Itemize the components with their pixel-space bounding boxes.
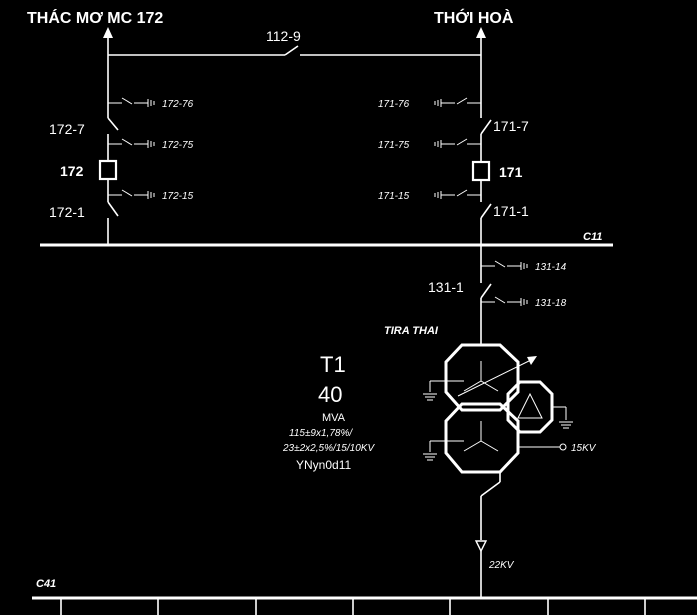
disc-131-1-label: 131-1 xyxy=(428,279,464,295)
secondary-lead xyxy=(474,472,501,598)
busbar-c41-label: C41 xyxy=(36,578,56,590)
transformer-rating: 40 xyxy=(318,382,342,407)
earth-131-14-label: 131-14 xyxy=(535,262,567,273)
tie-switch-112-9[interactable] xyxy=(108,45,481,56)
right-feeder-arrow xyxy=(476,27,486,38)
transformer-vector-group: YNyn0d11 xyxy=(296,458,351,472)
right-feeder-line xyxy=(480,38,492,245)
disc-172-1-label: 172-1 xyxy=(49,204,85,220)
transformer-ratio-2: 23±2x2,5%/15/10KV xyxy=(282,443,375,454)
transformer-bay-line xyxy=(480,245,492,340)
earth-switch-171-15[interactable] xyxy=(434,189,481,199)
earth-switch-172-15[interactable] xyxy=(108,189,155,199)
station-label: TIRA THAI xyxy=(384,325,439,337)
earth-171-15-label: 171-15 xyxy=(378,191,410,202)
tertiary-voltage-label: 15KV xyxy=(571,443,597,454)
earth-switch-172-75[interactable] xyxy=(108,138,155,148)
earth-171-75-label: 171-75 xyxy=(378,140,410,151)
earth-171-76-label: 171-76 xyxy=(378,99,410,110)
earth-switch-131-18[interactable] xyxy=(481,296,528,306)
earth-switch-131-14[interactable] xyxy=(481,260,528,270)
breaker-171-label: 171 xyxy=(499,164,523,180)
left-feeder-arrow xyxy=(103,27,113,38)
earth-172-76-label: 172-76 xyxy=(162,99,194,110)
transformer-t1-symbol[interactable] xyxy=(422,340,574,474)
breaker-171[interactable] xyxy=(471,160,491,182)
busbar-c11-label: C11 xyxy=(583,231,602,243)
lv-outgoing-feeders xyxy=(60,598,646,615)
earth-131-18-label: 131-18 xyxy=(535,298,567,309)
transformer-unit: MVA xyxy=(322,412,346,424)
earth-172-15-label: 172-15 xyxy=(162,191,194,202)
breaker-172-label: 172 xyxy=(60,163,84,179)
tie-switch-label: 112-9 xyxy=(266,28,301,44)
right-feeder-name: THỚI HOÀ xyxy=(434,8,514,27)
earth-switch-172-76[interactable] xyxy=(108,97,155,107)
disc-171-1-label: 171-1 xyxy=(493,203,529,219)
breaker-172[interactable] xyxy=(98,159,118,181)
earth-switch-171-76[interactable] xyxy=(434,97,481,107)
secondary-voltage-label: 22KV xyxy=(488,560,515,571)
earth-switch-171-75[interactable] xyxy=(434,138,481,148)
left-feeder-line xyxy=(107,38,119,245)
transformer-ratio-1: 115±9x1,78%/ xyxy=(289,428,353,439)
disc-172-7-label: 172-7 xyxy=(49,121,85,137)
left-feeder-name: THÁC MƠ MC 172 xyxy=(27,8,163,27)
disc-171-7-label: 171-7 xyxy=(493,118,529,134)
transformer-name: T1 xyxy=(320,352,346,377)
earth-172-75-label: 172-75 xyxy=(162,140,194,151)
